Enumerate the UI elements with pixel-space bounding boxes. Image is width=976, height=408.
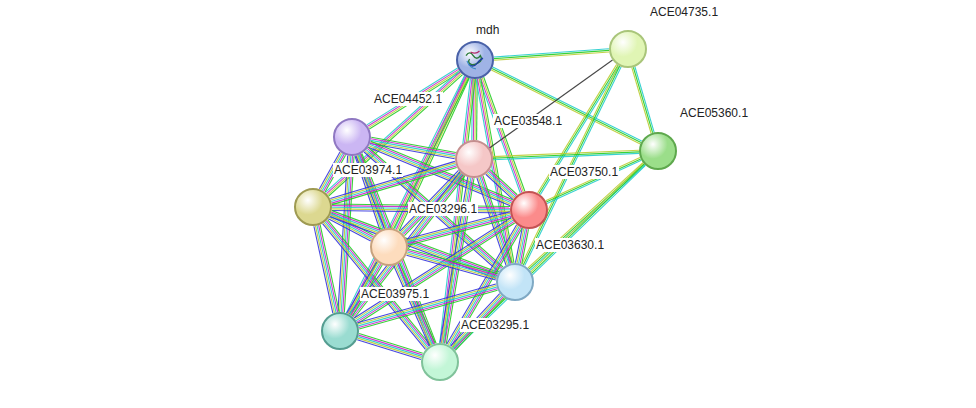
protein-node: ACE03296.1 <box>370 228 408 266</box>
node-label: ACE03295.1 <box>460 318 530 332</box>
evidence-strand <box>331 163 456 200</box>
evidence-strand <box>494 52 609 60</box>
evidence-strand <box>479 79 520 193</box>
protein-node: ACE03750.1 <box>510 191 548 229</box>
interaction-edge <box>632 67 654 133</box>
evidence-strand <box>398 264 434 344</box>
evidence-strand <box>317 226 336 313</box>
evidence-strand <box>358 223 515 324</box>
evidence-strand <box>493 152 639 158</box>
evidence-strand <box>359 335 423 355</box>
protein-node: ACE04735.1 <box>609 30 647 68</box>
evidence-strand <box>357 340 421 360</box>
evidence-strand <box>350 173 461 315</box>
evidence-strand <box>546 157 640 200</box>
evidence-strand <box>314 226 333 313</box>
protein-node: mdh <box>456 41 494 79</box>
node-label: mdh <box>475 23 500 37</box>
interaction-edge <box>314 225 339 313</box>
evidence-strand <box>635 67 654 133</box>
evidence-strand <box>517 228 524 263</box>
evidence-strand <box>407 213 510 240</box>
interaction-edge <box>407 212 512 245</box>
evidence-strand <box>633 67 652 133</box>
evidence-strand <box>491 70 640 144</box>
node-label: ACE05360.1 <box>679 106 749 120</box>
evidence-strand <box>352 174 463 316</box>
node-label: ACE03296.1 <box>408 202 478 216</box>
evidence-strand <box>408 249 497 274</box>
evidence-strand <box>493 150 639 156</box>
node-label: ACE03630.1 <box>535 238 605 252</box>
evidence-strand <box>315 226 334 313</box>
protein-node: ACE03548.1 <box>455 140 493 178</box>
evidence-strand <box>357 222 514 323</box>
evidence-strand <box>330 215 496 277</box>
node-label: ACE03548.1 <box>493 114 563 128</box>
protein-node: ACE03630.1 <box>496 263 534 301</box>
evidence-strand <box>358 337 422 357</box>
evidence-strand <box>540 66 619 195</box>
node-label: ACE03750.1 <box>549 165 619 179</box>
interaction-edge <box>406 249 497 280</box>
evidence-strand <box>487 173 514 198</box>
evidence-strand <box>408 251 497 276</box>
evidence-strand <box>407 254 496 279</box>
node-label: ACE04452.1 <box>373 92 443 106</box>
interaction-edge <box>538 64 620 194</box>
evidence-strand <box>453 163 644 348</box>
interaction-edge <box>338 156 354 312</box>
evidence-strand <box>493 153 639 159</box>
evidence-strand <box>407 252 496 277</box>
evidence-strand <box>358 338 422 358</box>
evidence-strand <box>519 229 526 264</box>
interaction-edge <box>494 49 609 60</box>
evidence-strand <box>340 156 350 312</box>
interaction-edge <box>493 150 639 160</box>
protein-node: ACE03295.1 <box>421 343 459 381</box>
protein-structure <box>458 43 492 77</box>
evidence-strand <box>400 263 436 343</box>
evidence-strand <box>494 50 609 58</box>
evidence-strand <box>406 255 495 280</box>
node-label: ACE03975.1 <box>360 287 430 301</box>
evidence-strand <box>632 68 651 134</box>
evidence-strand <box>489 171 516 196</box>
node-label: ACE04735.1 <box>649 5 719 19</box>
evidence-strand <box>349 172 460 314</box>
protein-node: ACE03974.1 <box>294 188 332 226</box>
interaction-edge <box>486 170 517 200</box>
evidence-strand <box>488 172 515 197</box>
evidence-strand <box>492 68 641 142</box>
interaction-edge <box>491 67 641 144</box>
evidence-strand <box>357 284 495 323</box>
interaction-edge <box>357 334 423 360</box>
node-label: ACE03974.1 <box>333 163 403 177</box>
interaction-edge <box>522 65 621 265</box>
protein-node: ACE05360.1 <box>639 132 677 170</box>
protein-node: ACE04452.1 <box>333 118 371 156</box>
protein-node: ACE03975.1 <box>321 312 359 350</box>
